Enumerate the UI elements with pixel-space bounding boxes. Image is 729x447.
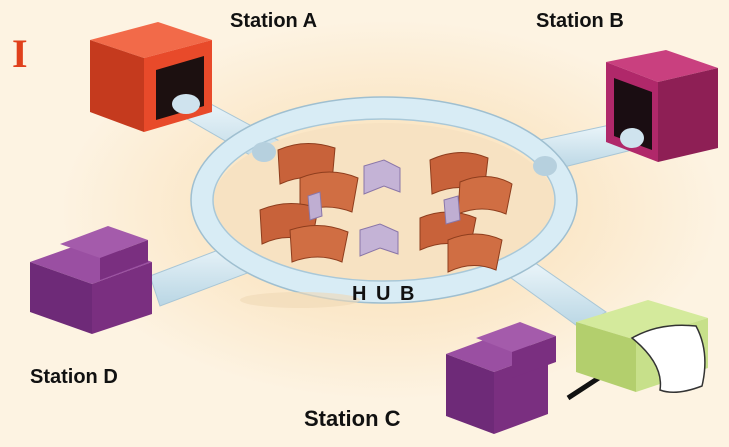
segment-brown xyxy=(447,233,503,273)
station-d-computer-icon xyxy=(30,226,152,334)
hub-ring-outer xyxy=(191,97,577,303)
segment-lilac xyxy=(443,195,461,225)
station-d-label: Station D xyxy=(30,366,118,388)
printer-icon xyxy=(566,300,708,401)
station-c-computer-icon xyxy=(446,322,556,434)
segment-brown xyxy=(289,225,349,263)
segment-lilac xyxy=(359,223,399,257)
station-c-label: Station C xyxy=(304,406,401,431)
station-a-terminal-icon xyxy=(90,22,212,132)
port-station-a xyxy=(252,142,276,162)
segment-lilac xyxy=(363,159,401,195)
hub-ring-inner-edge xyxy=(212,118,556,282)
hub-segments xyxy=(259,143,513,273)
cable-shadow xyxy=(240,292,360,308)
station-b-label: Station B xyxy=(536,10,624,32)
hub xyxy=(190,96,578,304)
segment-lilac xyxy=(307,191,323,221)
segment-brown xyxy=(457,176,513,215)
hub-label: H U B xyxy=(352,283,417,305)
figure-marker: I xyxy=(12,31,28,76)
hub-ring-edge xyxy=(190,96,578,304)
port-station-b xyxy=(533,156,557,176)
station-b-terminal-icon xyxy=(606,50,718,162)
station-a-label: Station A xyxy=(230,10,318,32)
